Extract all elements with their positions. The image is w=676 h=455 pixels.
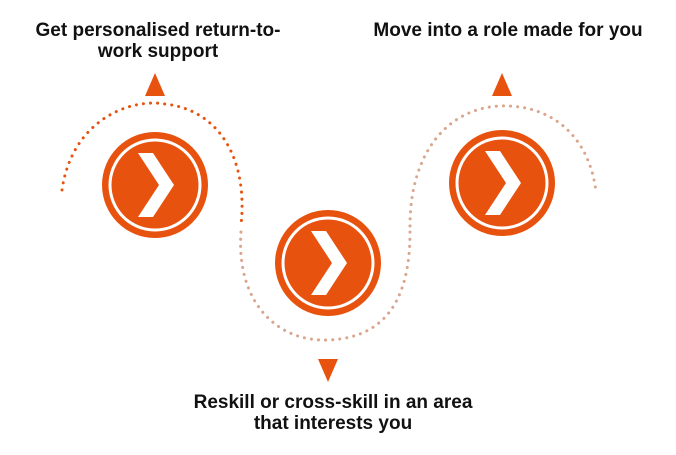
- step-1-caption: Get personalised return-to- work support: [8, 20, 308, 62]
- step-3-badge: [449, 130, 555, 236]
- arrow-up-icon: [145, 73, 165, 96]
- chevron-right-icon: [311, 231, 347, 295]
- arrow-up-icon: [492, 73, 512, 96]
- step-2-caption-line-1: Reskill or cross-skill in an area: [193, 392, 473, 413]
- dotted-path-step-3: [408, 104, 598, 228]
- step-1-badge: [102, 132, 208, 238]
- chevron-right-icon: [138, 153, 174, 217]
- arrow-down-icon: [318, 359, 338, 382]
- step-2-caption: Reskill or cross-skill in an area that i…: [168, 392, 498, 434]
- step-1-caption-line-1: Get personalised return-to-: [35, 20, 281, 41]
- step-2-badge: [275, 210, 381, 316]
- step-1-caption-line-2: work support: [97, 41, 219, 62]
- dotted-path-step-2: [239, 230, 412, 342]
- chevron-right-icon: [485, 151, 521, 215]
- step-2-caption-line-2: that interests you: [253, 413, 413, 434]
- step-3-caption-line-1: Move into a role made for you: [373, 20, 643, 41]
- step-3-caption: Move into a role made for you: [348, 20, 668, 41]
- dotted-path-step-1: [60, 101, 244, 227]
